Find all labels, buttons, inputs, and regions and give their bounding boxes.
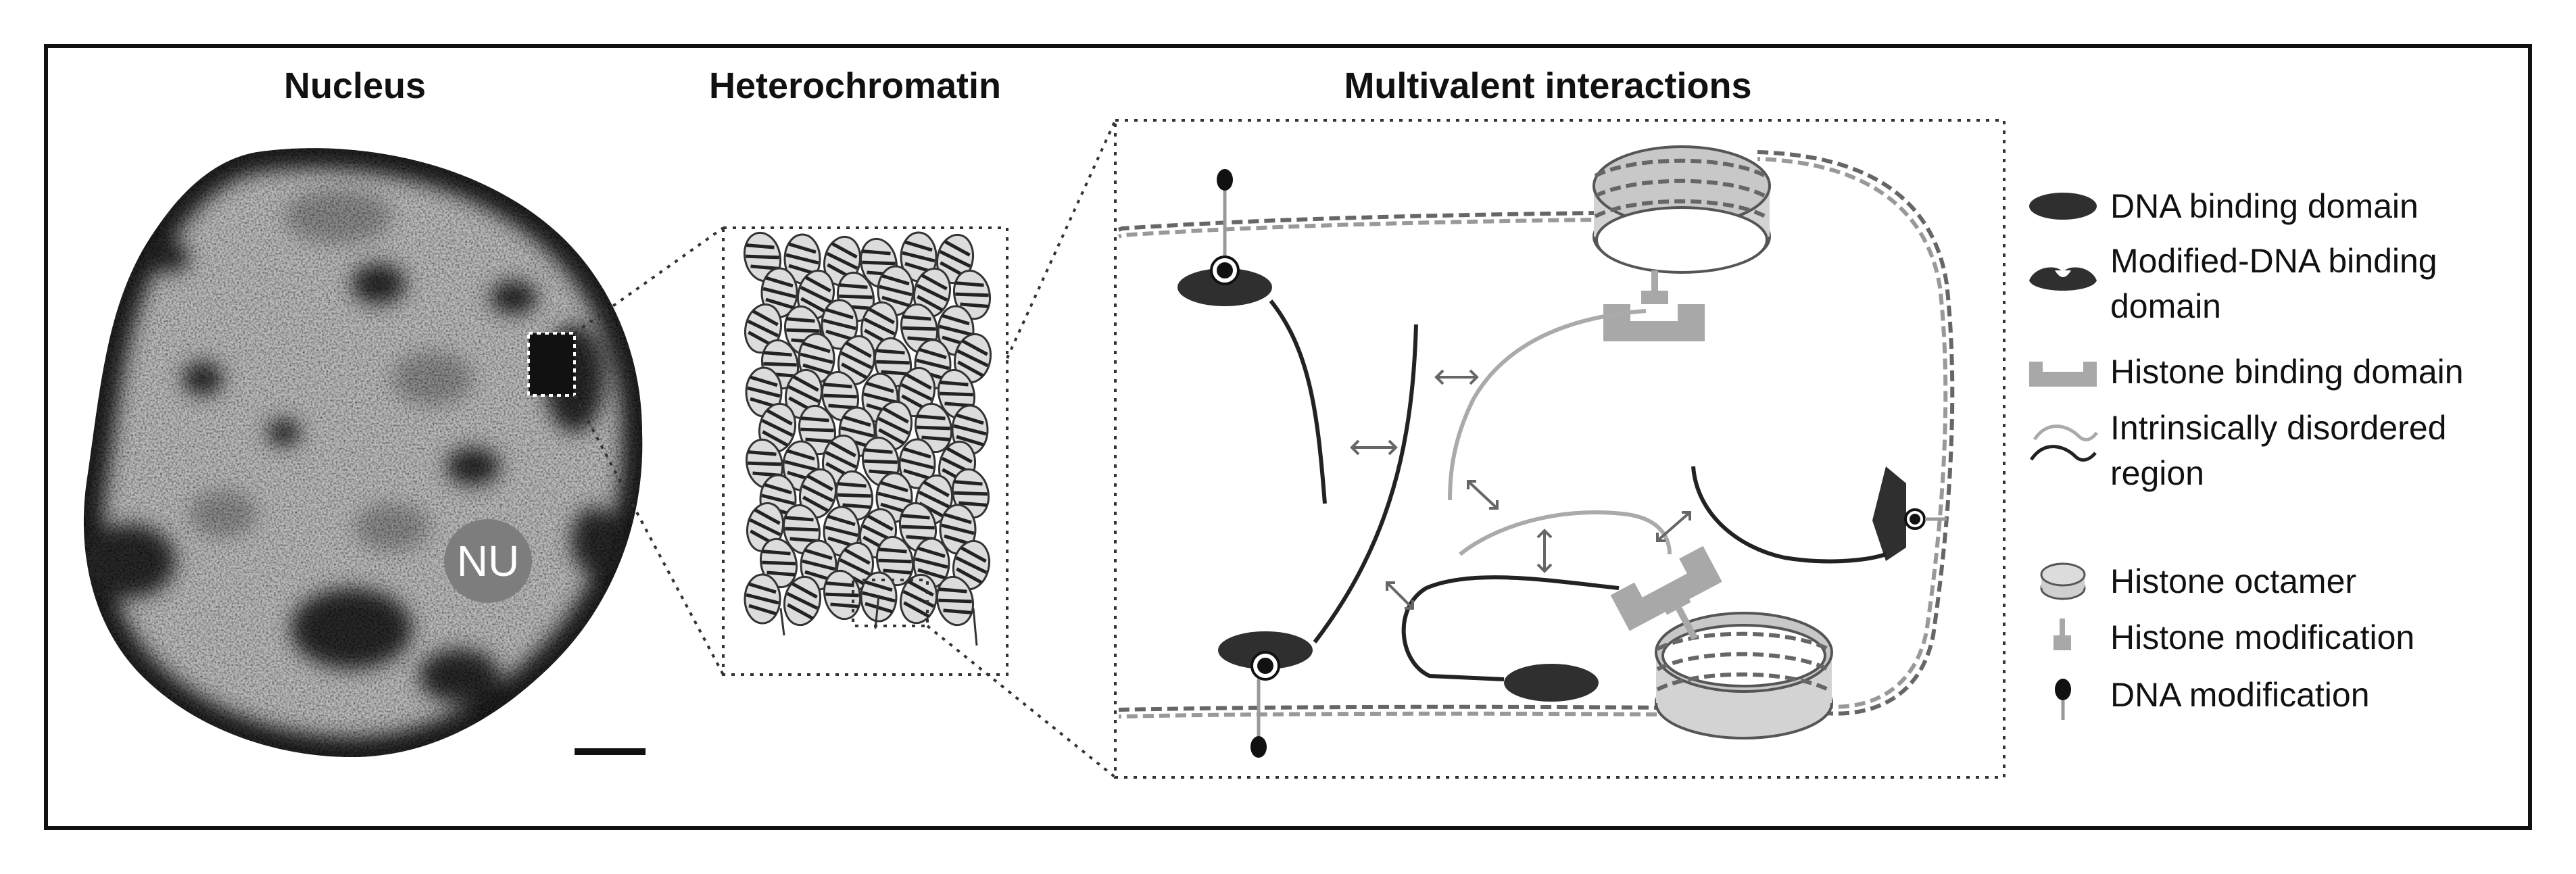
linker-dna — [874, 594, 880, 629]
idr-4 — [1459, 510, 1672, 556]
modified-dna-binding-top-left — [1177, 169, 1272, 306]
zoom-line-top — [573, 226, 725, 335]
nucleolus-label: NU — [457, 537, 519, 585]
nucleus-micrograph: NU — [83, 148, 646, 757]
scale-bar — [575, 748, 646, 755]
idr-3 — [1448, 309, 1647, 501]
modified-dna-binding-right — [1872, 466, 1947, 561]
histone-octamer-bottom — [1655, 612, 1833, 739]
dna-strand-top — [1117, 211, 1596, 239]
idr-5 — [1401, 575, 1620, 681]
nucleosome-array — [740, 229, 995, 646]
histone-binding-domain-icon — [2029, 362, 2097, 387]
legend-modified-dna-binding-domain-line2: domain — [2110, 287, 2221, 325]
heterochromatin-panel — [722, 226, 1008, 676]
heterochromatin-zoom-box — [852, 579, 929, 627]
histone-modification-icon — [2053, 618, 2071, 650]
linker-dna — [972, 608, 978, 646]
zoom-box — [527, 332, 576, 397]
legend: DNA binding domain Modified-DNA binding … — [2029, 187, 2464, 720]
nucleolus — [444, 519, 532, 603]
legend-dna-binding-domain: DNA binding domain — [2110, 187, 2419, 225]
nucleosome — [745, 575, 780, 623]
idr-6 — [1691, 466, 1887, 564]
legend-idr-line1: Intrinsically disordered — [2110, 409, 2446, 447]
dna-strand-bottom — [1118, 704, 1670, 719]
histone-binding-domain-top — [1603, 270, 1705, 341]
multivalent-panel — [1114, 119, 2006, 779]
legend-histone-modification: Histone modification — [2110, 618, 2414, 656]
interaction-arrows — [1350, 369, 1691, 610]
dna-modification-icon — [2055, 679, 2071, 720]
histone-octamer-top — [1593, 145, 1771, 274]
legend-idr-line2: region — [2110, 454, 2204, 492]
legend-modified-dna-binding-domain-line1: Modified-DNA binding — [2110, 242, 2437, 280]
intrinsically-disordered-region-icon — [2029, 424, 2099, 462]
dna-binding-domain-icon — [2029, 193, 2097, 220]
dna-binding-domain-bottom — [1504, 664, 1599, 702]
nucleus-title: Nucleus — [284, 66, 426, 106]
linker-dna — [779, 608, 785, 636]
modified-dna-binding-bottom-left — [1218, 631, 1313, 758]
figure-frame — [44, 44, 2532, 830]
idr-2 — [1313, 324, 1418, 644]
zoom-line-top-2 — [1006, 120, 1117, 359]
histone-octamer-icon — [2040, 562, 2086, 600]
legend-dna-modification: DNA modification — [2110, 676, 2370, 714]
histone-binding-domain-bottom — [1610, 545, 1722, 640]
idr-1 — [1269, 299, 1327, 504]
modified-dna-binding-domain-icon — [2029, 267, 2097, 291]
multivalent-interactions-title: Multivalent interactions — [1344, 66, 1751, 106]
heterochromatin-title: Heterochromatin — [709, 66, 1001, 106]
legend-histone-octamer: Histone octamer — [2110, 562, 2356, 600]
zoom-line-bottom-2 — [926, 625, 1117, 779]
dna-strand-right-loop — [1757, 150, 1955, 716]
legend-histone-binding-domain: Histone binding domain — [2110, 353, 2464, 391]
